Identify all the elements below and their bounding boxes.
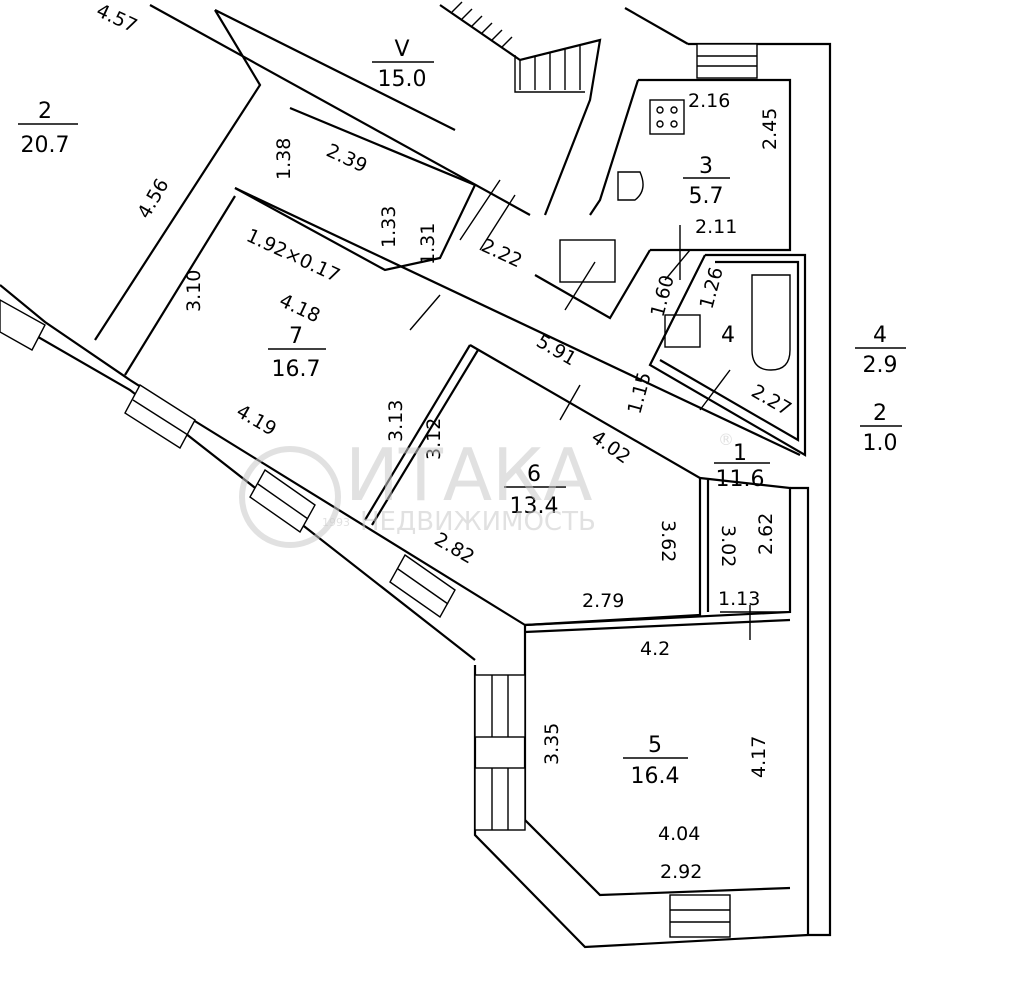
dimension-label: 4.02 [587, 426, 634, 468]
dimension-label: 3.02 [717, 525, 739, 567]
svg-text:11.6: 11.6 [716, 467, 765, 492]
svg-text:2.9: 2.9 [863, 353, 898, 378]
svg-text:4: 4 [721, 323, 735, 348]
svg-text:5: 5 [648, 733, 662, 758]
dimension-label: 3.13 [385, 400, 407, 442]
dimension-label: 2.11 [695, 216, 737, 238]
stair-treads [451, 1, 581, 90]
svg-text:3: 3 [699, 154, 713, 179]
windows [0, 43, 758, 938]
dimension-label: 3.10 [183, 270, 205, 312]
svg-text:4: 4 [873, 323, 887, 348]
dimension-label: 1.60 [647, 273, 679, 320]
svg-text:16.7: 16.7 [272, 357, 321, 382]
washbasin-icon [664, 314, 701, 348]
room-label: 6 13.4 [504, 462, 566, 519]
svg-text:2: 2 [38, 99, 52, 124]
room-label: 5 16.4 [623, 733, 688, 789]
svg-text:13.4: 13.4 [510, 494, 559, 519]
stove-icon [649, 99, 685, 135]
watermark-logo-icon [239, 446, 341, 548]
burner-icon [670, 120, 678, 128]
dimension-label: 4.04 [658, 823, 700, 845]
room-labels: 2 20.7 V 15.0 3 5.7 7 16.7 6 13.4 1 11.6 [18, 37, 906, 789]
dimension-label: 5.91 [533, 330, 581, 370]
dimension-label: 4.56 [133, 175, 173, 223]
watermark-brand: ИТАКА [345, 433, 592, 517]
dimension-label: 3.35 [541, 723, 563, 765]
room-label: 3 5.7 [683, 154, 730, 209]
watermark-registered: ® [718, 430, 734, 449]
toilet-icon [559, 239, 616, 283]
dimension-label: 2.79 [582, 590, 624, 612]
room-label: 4 2.9 [855, 323, 906, 378]
dimension-label: 2.22 [478, 235, 526, 273]
dimension-label: 3.62 [657, 520, 679, 562]
dimension-label: 2.62 [755, 513, 777, 555]
dimension-label: 4.17 [748, 736, 770, 778]
fixtures [559, 99, 791, 371]
room-label: 4 [721, 323, 735, 348]
dimension-label: 2.16 [688, 90, 730, 112]
dimension-label: 1.31 [417, 223, 439, 265]
svg-text:20.7: 20.7 [21, 133, 70, 158]
dimension-label: 4.57 [93, 0, 141, 37]
dimension-label: 1.15 [624, 370, 656, 417]
svg-text:1.0: 1.0 [863, 431, 898, 456]
watermark-year: 1993 [322, 516, 350, 529]
svg-text:6: 6 [527, 462, 541, 487]
svg-text:V: V [394, 37, 409, 62]
dimension-label: 4.19 [233, 400, 281, 440]
room-label: 2 20.7 [18, 99, 78, 158]
dimension-label: 1.33 [378, 206, 400, 248]
sink-icon [617, 171, 644, 201]
outer-walls [0, 4, 832, 949]
bathtub-icon [751, 274, 791, 371]
svg-text:16.4: 16.4 [631, 764, 680, 789]
doors [409, 179, 790, 640]
svg-text:2: 2 [873, 401, 887, 426]
svg-text:1: 1 [733, 441, 747, 466]
dimension-label: 4.2 [640, 638, 670, 660]
dimension-label: 2.45 [759, 108, 781, 150]
svg-text:5.7: 5.7 [689, 184, 724, 209]
burner-icon [670, 106, 678, 114]
watermark-subtitle: НЕДВИЖИМОСТЬ [360, 507, 596, 537]
interior-walls [94, 4, 807, 634]
dimension-label: 1.26 [696, 265, 728, 312]
burner-icon [656, 120, 664, 128]
dimension-label: 3.12 [423, 418, 445, 460]
room-label: 1 11.6 [714, 441, 770, 492]
room-label: V 15.0 [372, 37, 434, 92]
dimension-label: 4.18 [276, 290, 324, 328]
svg-text:15.0: 15.0 [378, 67, 427, 92]
room-label: 2 1.0 [860, 401, 902, 456]
room-label: 7 16.7 [268, 324, 326, 382]
burner-icon [656, 106, 664, 114]
dimension-label: 2.92 [660, 861, 702, 883]
dimension-label: 1.13 [718, 588, 760, 610]
dimension-label: 1.38 [273, 138, 295, 180]
svg-text:7: 7 [289, 324, 303, 349]
dimension-label: 2.39 [323, 140, 371, 178]
watermark: ИТАКА ® 1993 НЕДВИЖИМОСТЬ [239, 430, 734, 548]
dimension-label: 1.92×0.17 [243, 225, 343, 287]
